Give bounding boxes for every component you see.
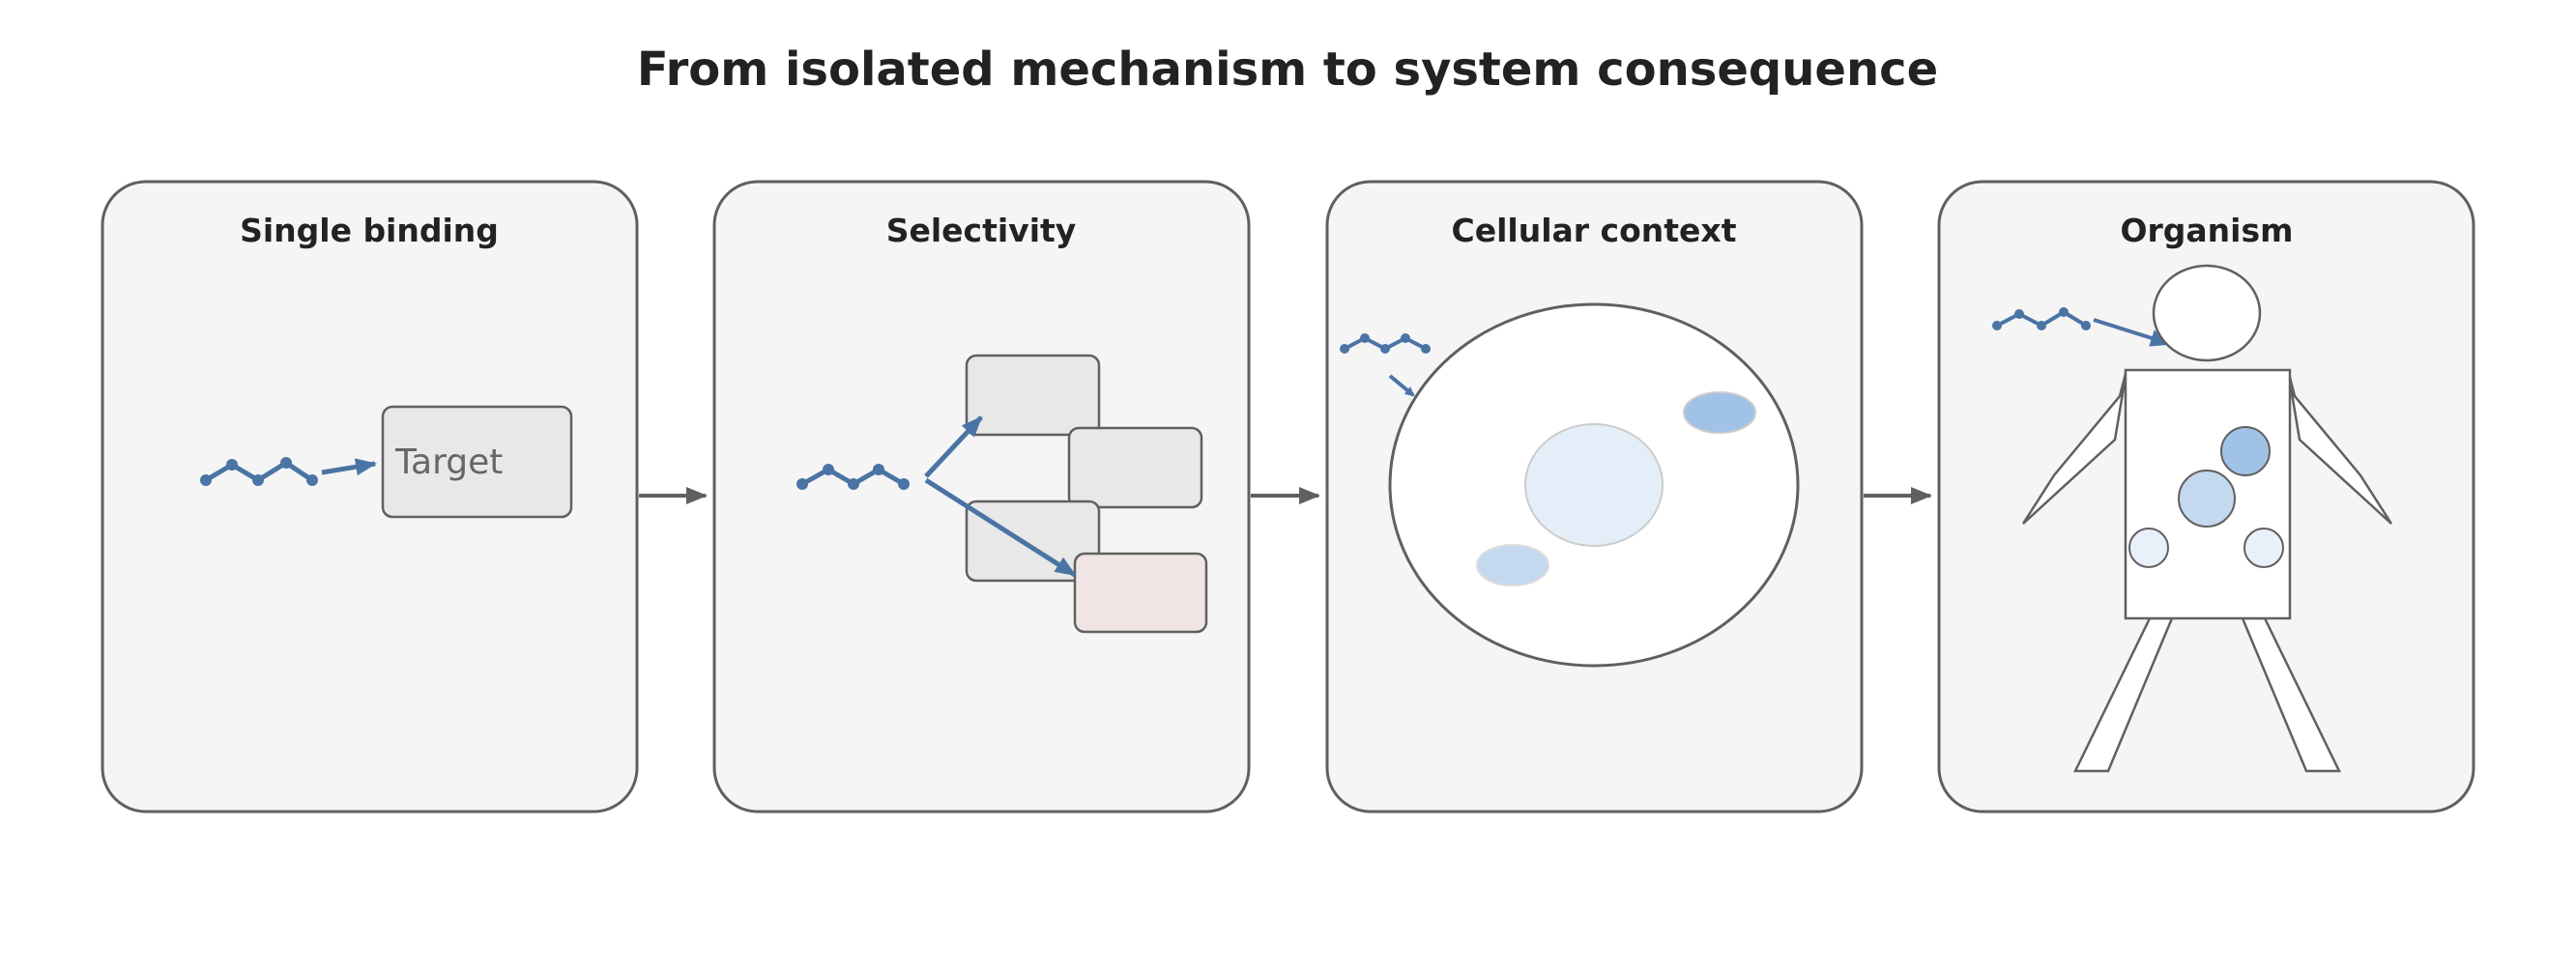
- organ-marker: [2243, 528, 2284, 568]
- cell-nucleus: [1524, 423, 1664, 547]
- binding-arrow: [321, 458, 377, 476]
- panel-title-organism: Organism: [2120, 212, 2293, 249]
- organelle: [1683, 391, 1756, 434]
- target-label: Target: [394, 443, 503, 482]
- ligand-molecule-icon: [200, 457, 318, 486]
- panel-title-selectivity: Selectivity: [886, 212, 1077, 249]
- organ-marker: [2220, 426, 2271, 476]
- diagram-title: From isolated mechanism to system conseq…: [637, 43, 1938, 97]
- ligand-molecule-icon: [796, 464, 910, 490]
- head: [2152, 264, 2262, 362]
- off-target-box: [1073, 552, 1208, 634]
- selectivity-arrow-lower: [924, 477, 1077, 578]
- organ-marker: [2178, 470, 2236, 528]
- candidate-target-box: [965, 354, 1101, 437]
- ligand-molecule-icon: [1992, 307, 2091, 330]
- panel-title-single-binding: Single binding: [240, 212, 499, 249]
- panel-frame: [101, 180, 639, 814]
- ligand-molecule-icon: [1340, 333, 1431, 354]
- panel-title-cellular-context: Cellular context: [1451, 212, 1736, 249]
- panel-cellular-context: Cellular context: [1325, 180, 1864, 814]
- panel-selectivity: Selectivity: [712, 180, 1251, 814]
- organ-marker: [2128, 528, 2169, 568]
- human-body-icon: [2021, 264, 2393, 773]
- entry-arrow: [1388, 374, 1415, 397]
- organelle: [1476, 544, 1549, 586]
- candidate-target-box: [1067, 426, 1203, 509]
- panel-organism: Organism: [1937, 180, 2475, 814]
- target-box: [381, 405, 573, 519]
- administration-arrow: [2093, 318, 2172, 347]
- right-arm: [2286, 369, 2393, 525]
- panel-frame: [712, 180, 1251, 814]
- panel-single-binding: Single binding Target: [101, 180, 639, 814]
- selectivity-arrow-upper: [924, 415, 983, 478]
- left-arm: [2021, 369, 2128, 525]
